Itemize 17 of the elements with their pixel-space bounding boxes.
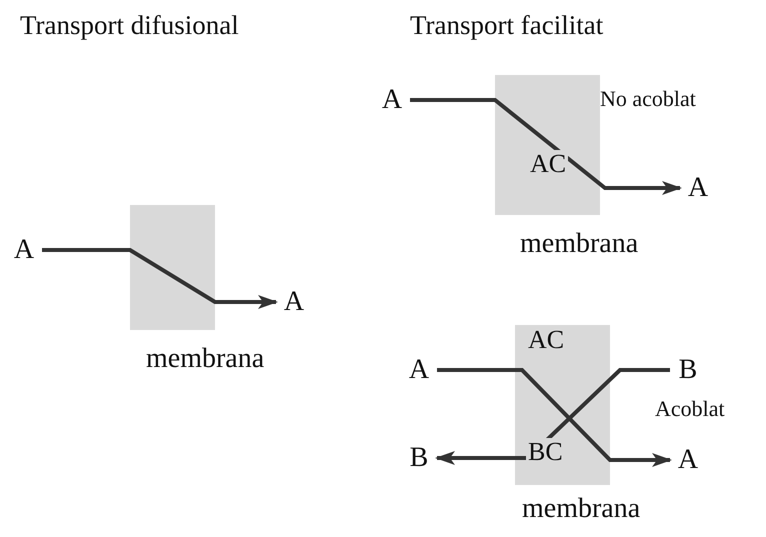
- solute-label: B: [403, 440, 435, 476]
- solute-label: A: [376, 82, 408, 118]
- arrow: [410, 98, 682, 195]
- solute-label: A: [403, 352, 435, 388]
- note: No acoblat: [600, 88, 696, 110]
- note: membrana: [146, 345, 264, 373]
- solute-label: B: [672, 352, 704, 388]
- solute-label: A: [8, 232, 40, 268]
- note: membrana: [520, 230, 638, 258]
- solute-label: A: [672, 442, 704, 478]
- arrow: [42, 248, 278, 309]
- heading: Transport difusional: [20, 12, 239, 39]
- solute-label: A: [278, 284, 310, 320]
- note: membrana: [522, 495, 640, 523]
- solute-label: A: [682, 170, 714, 206]
- note: Acoblat: [655, 398, 725, 420]
- heading: Transport facilitat: [410, 12, 604, 39]
